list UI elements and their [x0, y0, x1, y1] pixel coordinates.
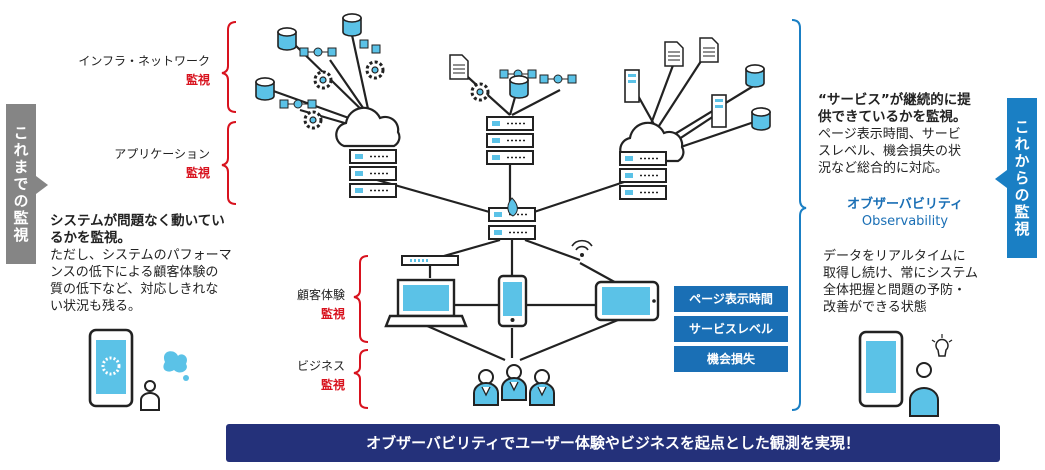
- left-tab-arrow: [36, 176, 48, 194]
- metric-opportunity-loss: 機会損失: [674, 346, 788, 372]
- past-description: システムが問題なく動いているかを監視。 ただし、システムのパフォーマ ンスの低下…: [50, 213, 232, 314]
- metric-page-load-time: ページ表示時間: [674, 286, 788, 312]
- category-cx: 顧客体験監視: [296, 288, 345, 321]
- category-infra: インフラ・ネットワーク監視: [78, 54, 210, 87]
- metric-service-level: サービスレベル: [674, 316, 788, 342]
- category-app: アプリケーション監視: [114, 147, 210, 180]
- future-monitoring-tab: これからの監視: [1007, 98, 1037, 258]
- right-tab-arrow: [995, 170, 1007, 188]
- observability-title: オブザーバビリティ Observability: [846, 197, 964, 229]
- category-biz: ビジネス監視: [296, 359, 345, 392]
- future-description: “サービス”が継続的に提供できているかを監視。 ページ表示時間、サービ スレベル…: [818, 92, 971, 176]
- bottom-banner: オブザーバビリティでユーザー体験やビジネスを起点とした観測を実現！: [226, 424, 1000, 462]
- past-monitoring-tab: これまでの監視: [6, 104, 36, 264]
- observability-description: データをリアルタイムに 取得し続け、常にシステム 全体把握と問題の予防・ 改善が…: [823, 249, 978, 315]
